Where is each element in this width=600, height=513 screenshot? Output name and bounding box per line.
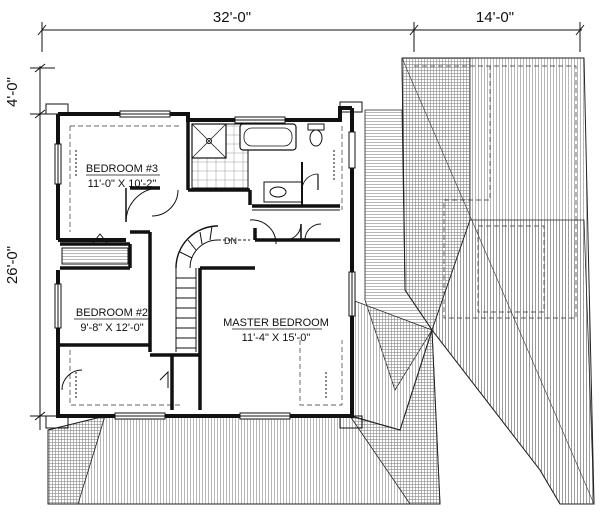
bathroom: [191, 123, 325, 206]
stair-label: DN: [224, 236, 237, 246]
bedroom3-name: BEDROOM #3: [86, 163, 158, 175]
dimension-top-left: 32'-0": [213, 9, 251, 26]
master-bedroom-name: MASTER BEDROOM: [223, 317, 329, 329]
dimension-top-right: 14'-0": [476, 9, 514, 26]
windows: [54, 110, 356, 420]
dimension-lines: [30, 22, 585, 430]
closet-marks: [61, 150, 335, 398]
dimension-left-lower: 26'-0": [4, 246, 21, 284]
bedroom3-size: 11'-0" X 10'-2": [88, 178, 157, 190]
roof-right: [364, 57, 595, 505]
bedroom2-name: BEDROOM #2: [76, 307, 148, 319]
master-bedroom-size: 11'-4" X 15'-0": [242, 332, 311, 344]
interior-walls: [58, 120, 340, 410]
wall-stubs: [45, 101, 363, 429]
bedroom2-size: 9'-8" X 12'-0": [80, 322, 143, 334]
dimension-left-upper: 4'-0": [4, 77, 21, 107]
doors: [61, 187, 322, 391]
staircase: [175, 225, 250, 352]
ceiling-outline: [69, 125, 343, 406]
